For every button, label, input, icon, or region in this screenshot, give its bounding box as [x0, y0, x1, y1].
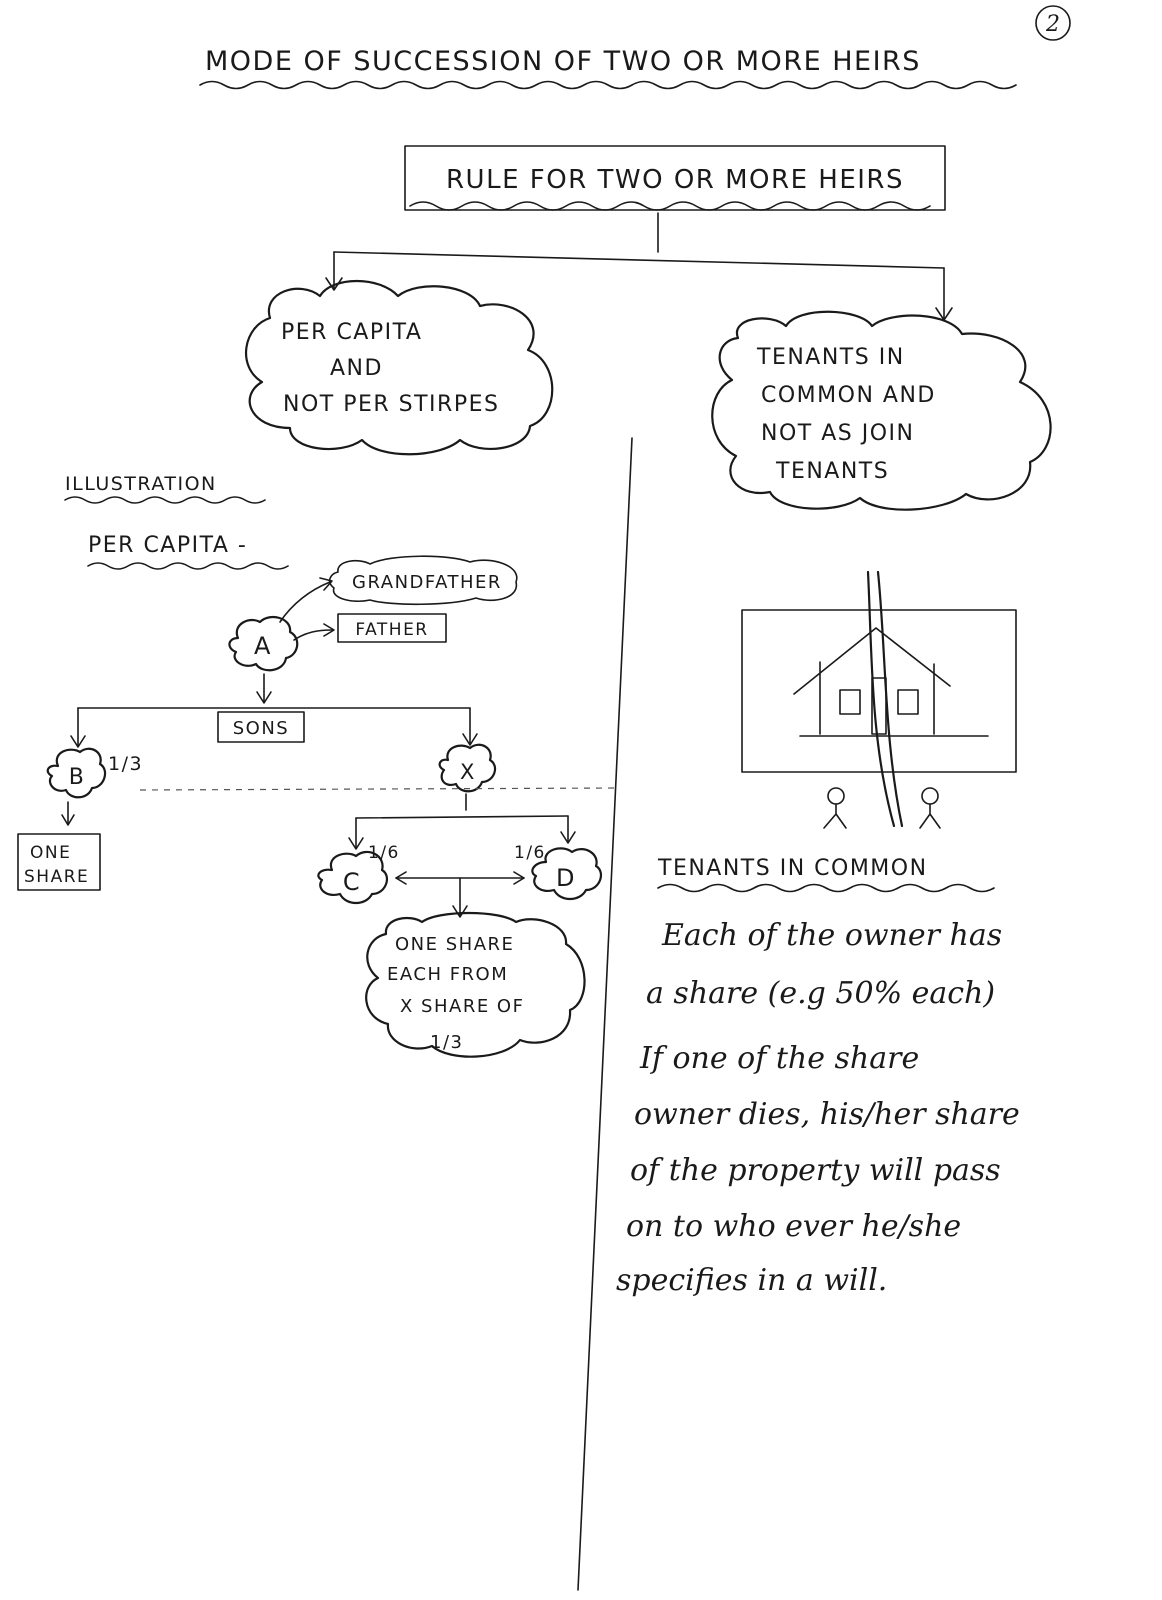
- tenants-heading: TENANTS IN COMMON: [657, 856, 928, 881]
- one-share-line1: ONE: [30, 843, 71, 863]
- b-to-share-arrowhead: [61, 814, 75, 826]
- grandfather-label: GRANDFATHER: [352, 572, 502, 593]
- tenants-heading-underline: [657, 883, 995, 893]
- person-right-icon: [919, 787, 941, 829]
- sons-node: SONS: [217, 711, 305, 743]
- tenants-cloud-line3: NOT AS JOIN: [761, 421, 914, 446]
- per-capita-heading: PER CAPITA -: [88, 533, 247, 558]
- per-capita-cloud-line2: AND: [330, 356, 383, 381]
- tenants-cloud-line4: TENANTS: [775, 459, 889, 484]
- one-share-line2: SHARE: [24, 867, 89, 887]
- page-number-text: 2: [1045, 12, 1060, 37]
- x-children-connector: [348, 793, 576, 850]
- per-capita-cloud: PER CAPITA AND NOT PER STIRPES: [244, 279, 554, 456]
- node-a: A: [228, 615, 299, 672]
- node-b-label: B: [69, 765, 86, 790]
- node-d-label: D: [556, 864, 576, 892]
- tenants-text-line3: If one of the share: [639, 1041, 919, 1076]
- node-c-label: C: [343, 868, 361, 896]
- x-share-cloud-line2: EACH FROM: [387, 964, 508, 985]
- per-capita-cloud-line1: PER CAPITA: [281, 320, 422, 345]
- tenants-cloud-line2: COMMON AND: [761, 383, 936, 408]
- father-label: FATHER: [355, 620, 428, 640]
- sons-label: SONS: [233, 718, 289, 739]
- tenants-explanation: Each of the owner has a share (e.g 50% e…: [616, 918, 1020, 1298]
- page-number: 2: [1035, 5, 1071, 41]
- share-b: 1/3: [108, 753, 143, 775]
- rule-box-underline: [409, 201, 931, 211]
- title-underline: [199, 80, 1017, 90]
- column-divider: [577, 437, 633, 1591]
- x-share-cloud-line1: ONE SHARE: [395, 934, 514, 955]
- page-title: MODE OF SUCCESSION OF TWO OR MORE HEIRS: [205, 46, 921, 77]
- rule-box-label: RULE FOR TWO OR MORE HEIRS: [446, 165, 904, 195]
- node-d: D: [531, 847, 603, 901]
- grandfather-node: GRANDFATHER: [328, 555, 518, 606]
- shared-house-sketch: [741, 570, 1017, 829]
- rule-box: RULE FOR TWO OR MORE HEIRS: [404, 145, 946, 211]
- person-left-icon: [823, 787, 847, 829]
- sons-connector: [70, 673, 478, 748]
- father-node: FATHER: [337, 613, 447, 643]
- illustration-underline: [64, 496, 266, 504]
- rule-branch-connector: [325, 212, 953, 321]
- per-capita-cloud-line3: NOT PER STIRPES: [283, 392, 499, 417]
- illustration-heading: ILLUSTRATION: [65, 473, 217, 495]
- share-c: 1/6: [368, 843, 400, 863]
- node-x-label: X: [460, 760, 476, 784]
- tenants-text-line4: owner dies, his/her share: [634, 1097, 1020, 1132]
- per-capita-underline: [87, 562, 289, 570]
- tenants-cloud: TENANTS IN COMMON AND NOT AS JOIN TENANT…: [711, 310, 1052, 511]
- one-share-box: ONE SHARE: [17, 833, 101, 891]
- x-share-cloud: ONE SHARE EACH FROM X SHARE OF 1/3: [365, 911, 586, 1058]
- node-c: C: [317, 850, 389, 905]
- tenants-text-line6: on to who ever he/she: [626, 1209, 961, 1244]
- share-d: 1/6: [514, 843, 546, 863]
- tenants-text-line7: specifies in a will.: [616, 1263, 887, 1298]
- tenants-text-line5: of the property will pass: [630, 1153, 1001, 1188]
- generation-separator: [139, 787, 621, 791]
- a-relations-arrows: [279, 577, 335, 641]
- tenants-cloud-line1: TENANTS IN: [756, 345, 905, 370]
- x-share-cloud-line3: X SHARE OF: [400, 996, 524, 1017]
- node-x: X: [438, 743, 497, 793]
- node-b: B: [46, 747, 107, 799]
- tenants-text-line2: a share (e.g 50% each): [646, 976, 995, 1011]
- c-d-relation: [395, 871, 525, 918]
- x-share-cloud-line4: 1/3: [430, 1032, 463, 1053]
- node-a-label: A: [254, 632, 272, 660]
- tenants-text-line1: Each of the owner has: [661, 918, 1002, 953]
